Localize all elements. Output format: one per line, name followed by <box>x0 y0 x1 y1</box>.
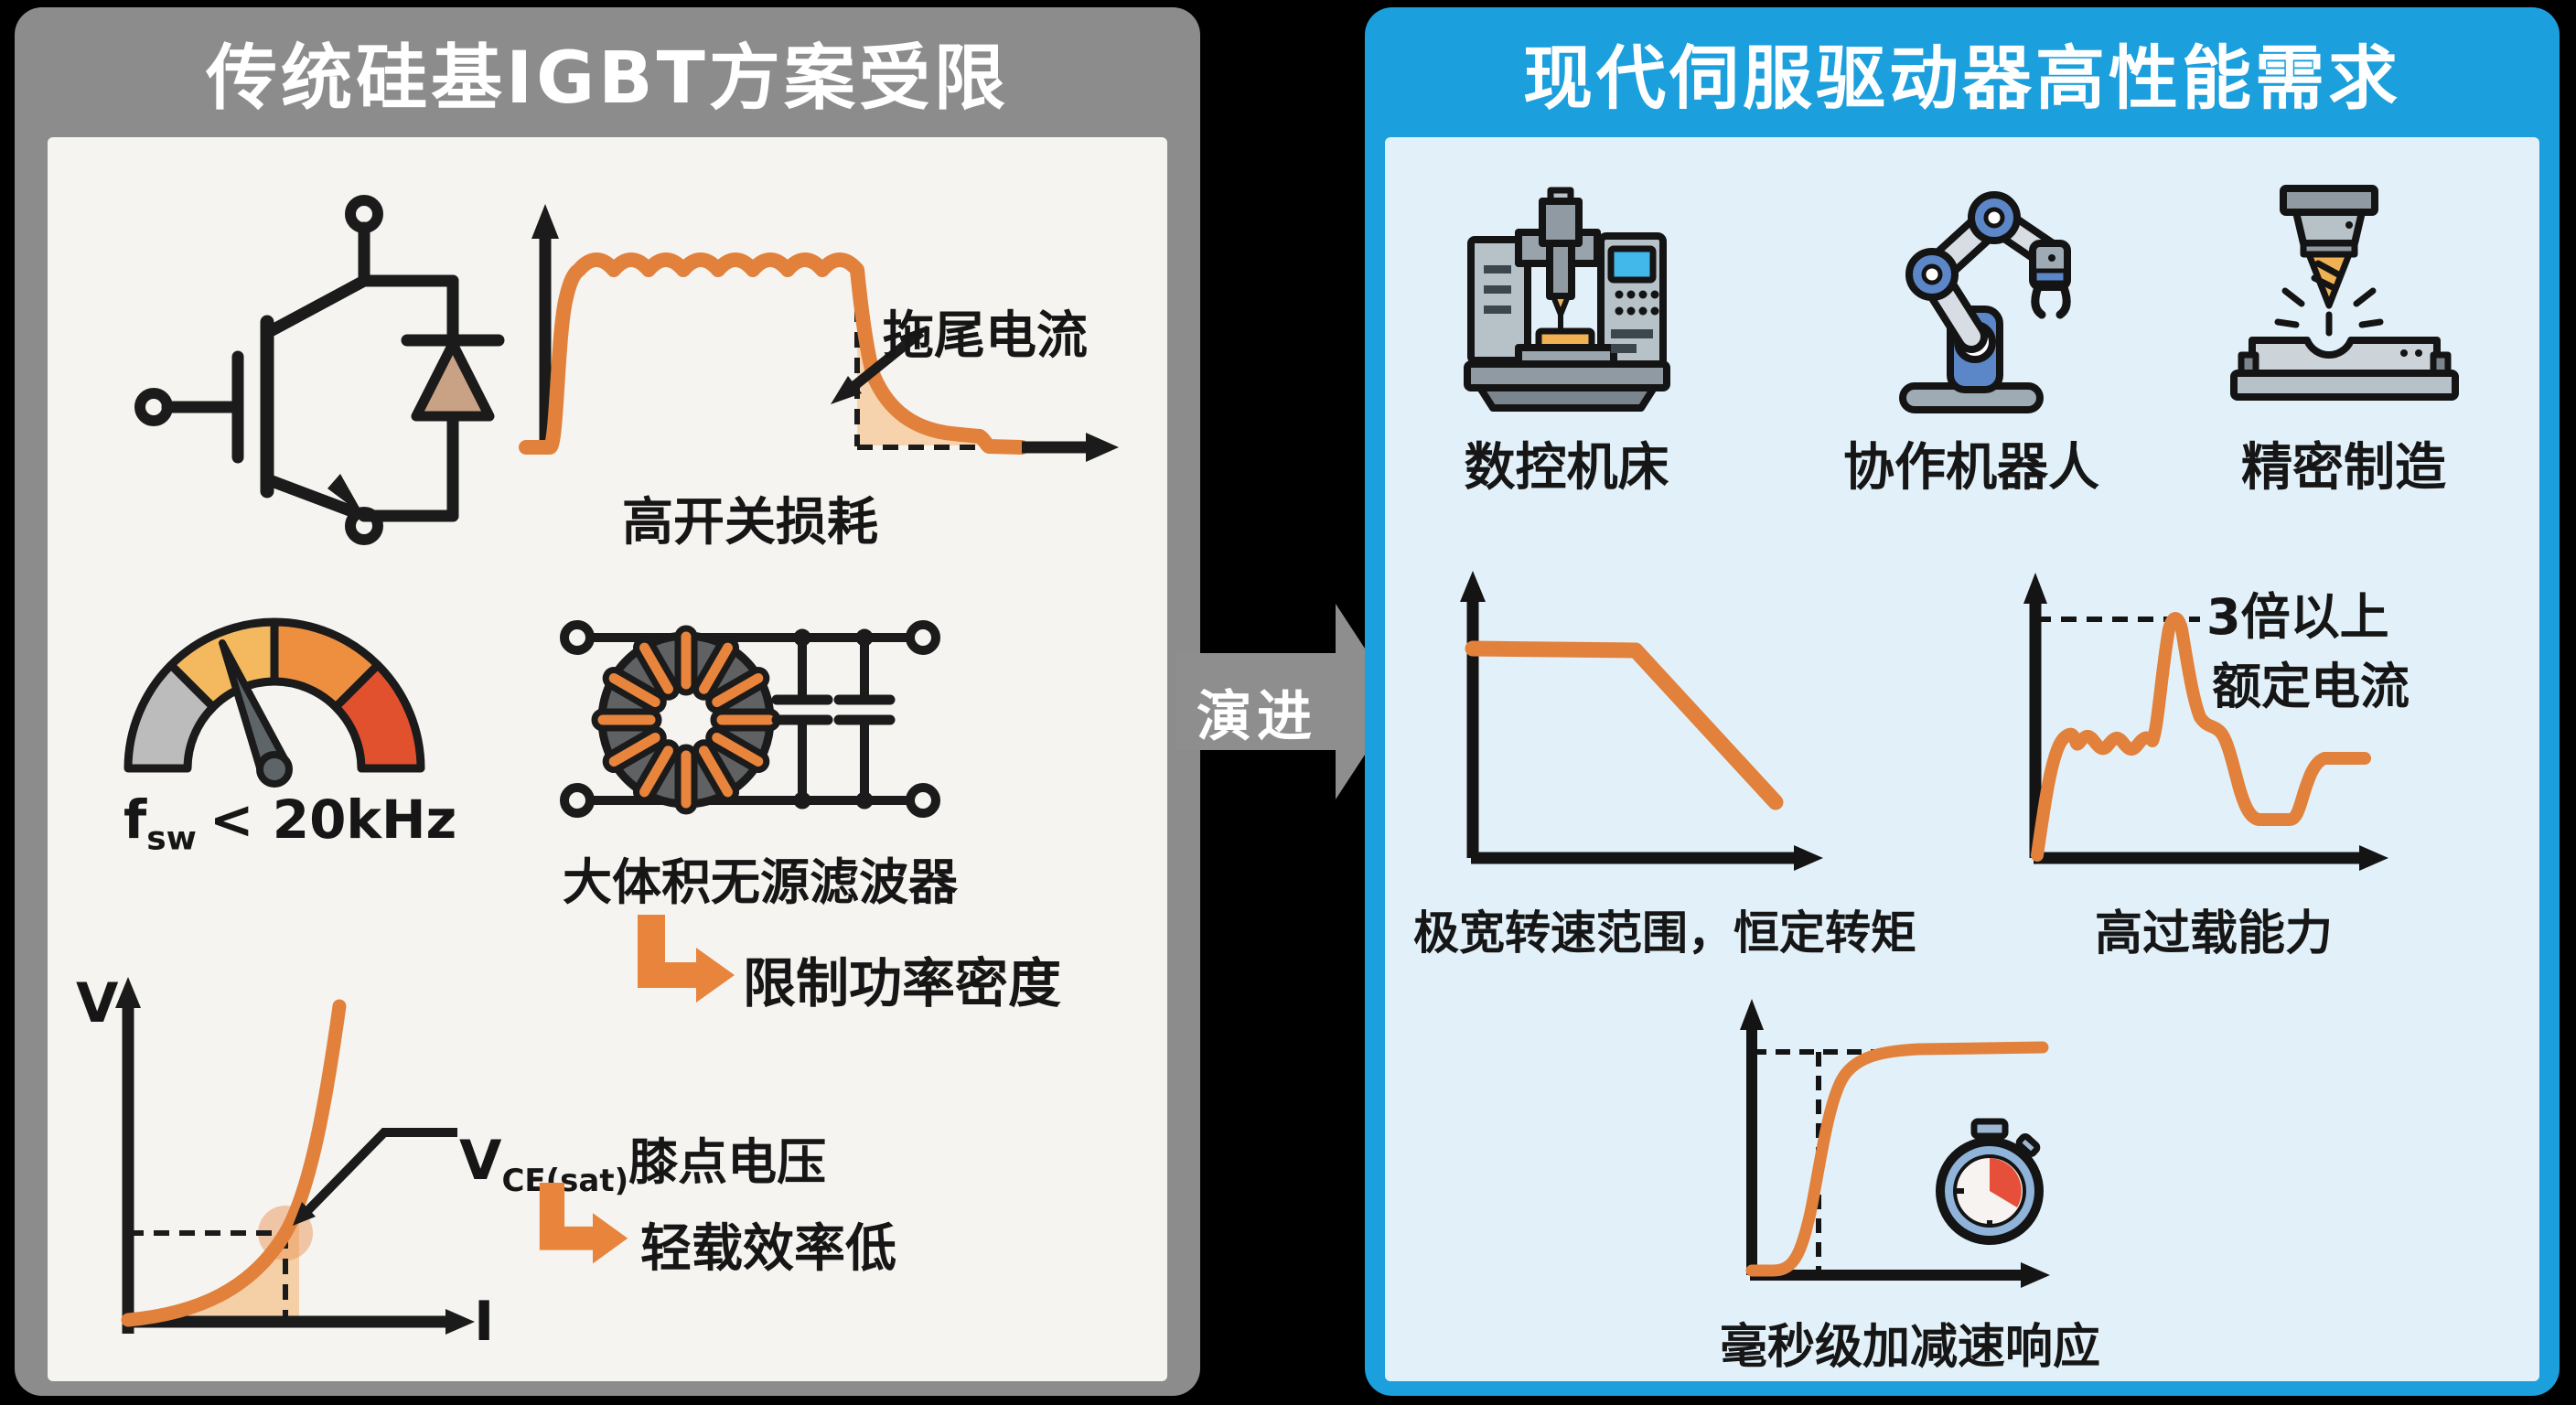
precision-manufacturing-icon <box>2230 185 2459 401</box>
consequence-arrow-icon <box>539 1183 628 1264</box>
switching-loss-figure <box>519 204 1119 462</box>
left-panel-title: 传统硅基IGBT方案受限 <box>206 38 1009 120</box>
speed-torque-figure <box>1460 571 1823 871</box>
cnc-machine-icon <box>1464 187 1670 412</box>
evolution-arrow-icon <box>1176 604 1400 799</box>
knee-subscript: CE(sat) <box>501 1163 629 1199</box>
gauge-subscript: sw <box>146 820 197 858</box>
app-label-precision: 精密制造 <box>2241 438 2446 498</box>
switching-loss-caption: 高开关损耗 <box>622 493 878 552</box>
vi-curve-figure <box>115 977 475 1335</box>
overload-annotation-line1: 3倍以上 <box>2206 588 2389 646</box>
igbt-symbol-icon <box>134 195 505 545</box>
frequency-gauge-icon <box>123 617 425 788</box>
response-figure <box>1740 999 2050 1288</box>
power-density-consequence: 限制功率密度 <box>743 952 1062 1014</box>
overload-annotation-line2: 额定电流 <box>2212 658 2410 715</box>
gauge-symbol: f <box>123 788 147 851</box>
robot-arm-icon <box>1899 191 2071 413</box>
tail-current-label: 拖尾电流 <box>883 306 1088 366</box>
passive-filter-icon <box>560 620 940 818</box>
passive-filter-caption: 大体积无源滤波器 <box>563 853 958 911</box>
overload-figure <box>2023 573 2388 871</box>
right-panel-title: 现代伺服驱动器高性能需求 <box>1523 38 2401 119</box>
app-label-robot: 协作机器人 <box>1843 438 2099 498</box>
i-axis-label: I <box>474 1290 495 1354</box>
overload-caption: 高过载能力 <box>2094 906 2333 961</box>
response-caption: 毫秒级加减速响应 <box>1720 1320 2101 1375</box>
knee-symbol: V <box>459 1129 502 1193</box>
light-load-consequence: 轻载效率低 <box>640 1219 896 1279</box>
left-panel: 传统硅基IGBT方案受限 <box>15 7 1200 1396</box>
consequence-arrow-icon <box>638 915 735 1003</box>
evolution-label: 演进 <box>1197 685 1317 749</box>
speed-torque-caption: 极宽转速范围，恒定转矩 <box>1413 906 1916 960</box>
gauge-reading: fsw < 20kHz <box>123 788 456 858</box>
knee-voltage-label: 膝点电压 <box>628 1133 827 1191</box>
vce-sat-label: VCE(sat)膝点电压 <box>459 1121 826 1199</box>
v-axis-label: V <box>76 971 119 1035</box>
gauge-value: < 20kHz <box>209 788 457 851</box>
stopwatch-icon <box>1936 1118 2044 1245</box>
app-label-cnc: 数控机床 <box>1464 438 1669 498</box>
